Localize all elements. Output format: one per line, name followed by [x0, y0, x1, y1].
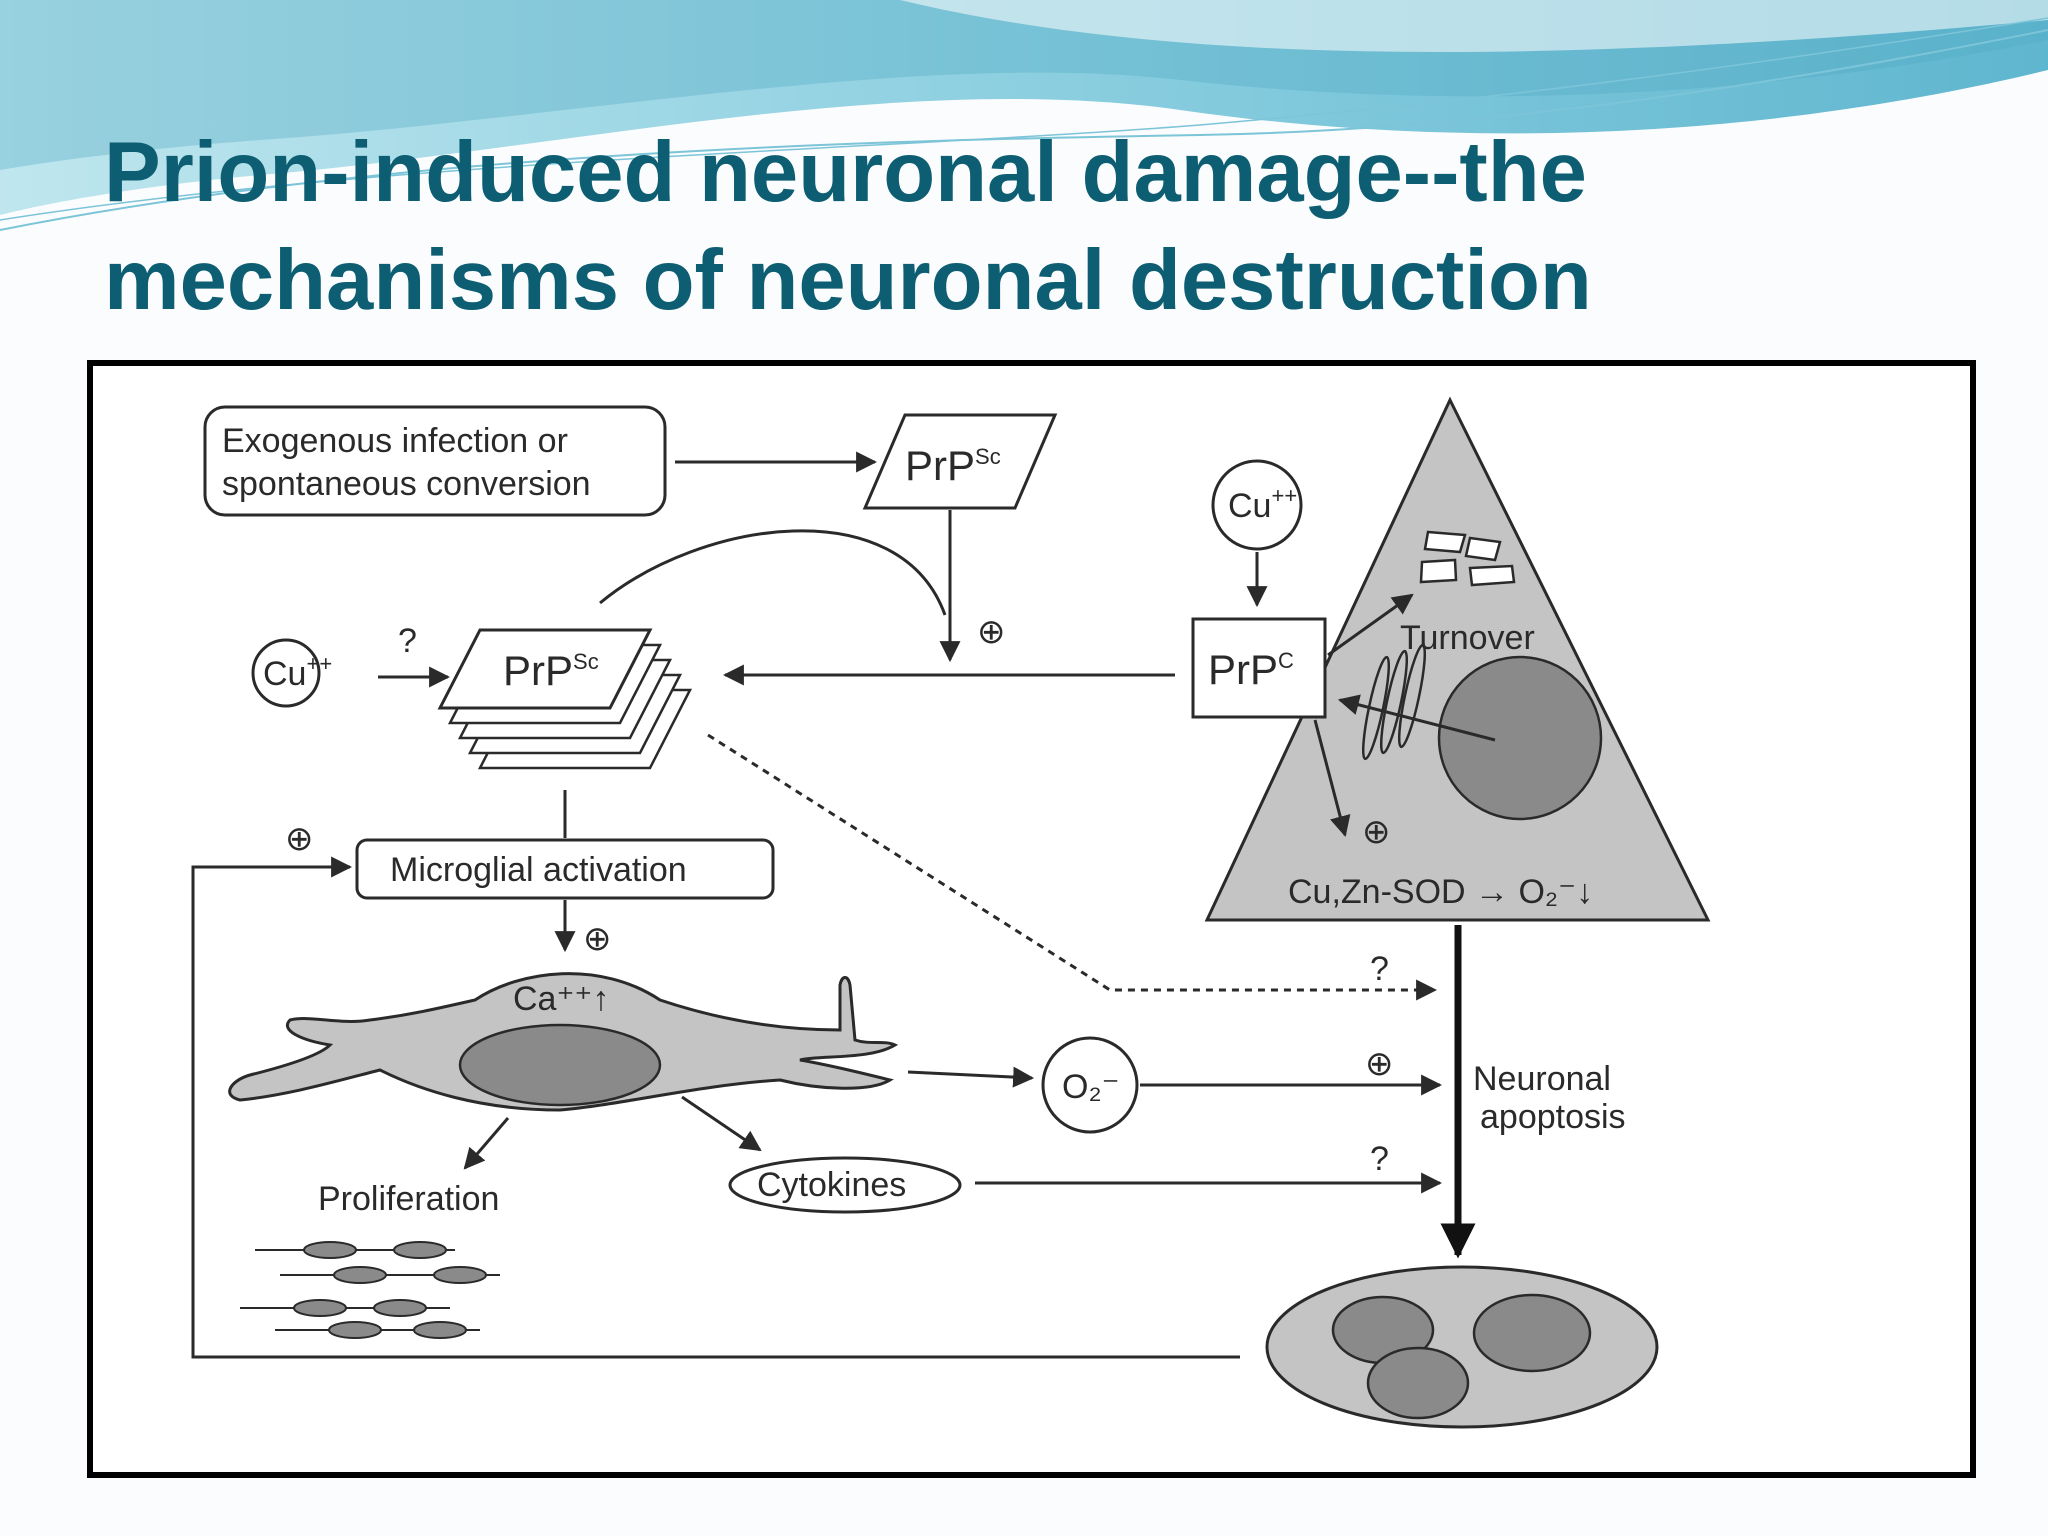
neuron-nucleus [1437, 655, 1603, 821]
o2-label: O₂⁻ [1062, 1068, 1120, 1106]
plus-sod: ⊕ [1362, 813, 1391, 851]
exogenous-box [203, 405, 667, 517]
proliferation-label: Proliferation [318, 1180, 499, 1218]
prpc-box [1191, 617, 1327, 719]
cu-top-sup: ++ [1271, 483, 1297, 508]
cytokines-ellipse [728, 1156, 962, 1214]
arrow-cell-to-cytokines [681, 1095, 762, 1152]
plus-feedback: ⊕ [285, 820, 314, 858]
prpsc-stack-label: PrPSc [503, 647, 599, 694]
microglial-label: Microglial activation [390, 851, 687, 889]
slide-title-line-1: Prion-induced neuronal damage--the [104, 125, 1587, 220]
prpsc-top-box [862, 413, 1058, 510]
cu-top-circle [1211, 459, 1303, 551]
neuronal-apoptosis-line2: apoptosis [1480, 1098, 1626, 1136]
turnover-label: Turnover [1400, 619, 1535, 657]
header-wave-decoration [0, 0, 2048, 231]
arrow-prpc-to-turnover [1327, 593, 1414, 657]
prpc-sup: C [1278, 648, 1294, 673]
slide-title-line-2: mechanisms of neuronal destruction [104, 233, 1592, 328]
cu-left-base: Cu [263, 655, 306, 693]
cytokines-label: Cytokines [757, 1166, 906, 1204]
microglial-box [355, 838, 775, 900]
turnover-fragments [1419, 530, 1516, 587]
arrow-nucleus-to-prpc [1337, 694, 1496, 742]
arrow-cell-to-proliferation [463, 1117, 510, 1170]
prpc-label: PrPC [1208, 646, 1294, 693]
prpc-base: PrP [1208, 646, 1278, 693]
o2-circle [1041, 1036, 1139, 1134]
plus-recruit: ⊕ [977, 613, 1006, 651]
feedback-loop-arrow [191, 856, 1240, 1359]
question-dashed: ? [1370, 950, 1389, 988]
sod-label: Cu,Zn-SOD → O₂⁻↓ [1288, 873, 1593, 911]
exogenous-label-line1: Exogenous infection or [222, 422, 568, 460]
apoptotic-body-3 [1366, 1346, 1470, 1420]
prpsc-stack-sup: Sc [573, 649, 599, 674]
prpsc-stack [437, 628, 693, 770]
cu-top-base: Cu [1228, 487, 1271, 525]
apoptotic-cell [1265, 1265, 1659, 1429]
prpsc-top-base: PrP [905, 442, 975, 489]
arrow-prpc-to-sod [1313, 719, 1351, 838]
cu-left-label: Cu++ [263, 651, 332, 693]
prpsc-top-label: PrPSc [905, 442, 1001, 489]
cu-left-sup: ++ [306, 651, 332, 676]
dashed-arrow-prpsc-to-apoptosis [707, 733, 1438, 1001]
prpsc-stack-base: PrP [503, 647, 573, 694]
microglial-nucleus [458, 1023, 662, 1107]
cu-top-label: Cu++ [1228, 483, 1297, 525]
plus-o2: ⊕ [1365, 1045, 1394, 1083]
curved-recruit-arrow [599, 529, 947, 616]
arrow-cell-to-o2 [907, 1066, 1035, 1088]
question-cytokines: ? [1370, 1140, 1389, 1178]
proliferating-cells [240, 1241, 500, 1339]
plus-microglia: ⊕ [583, 920, 612, 958]
question-cu: ? [398, 622, 417, 660]
neuronal-apoptosis-line1: Neuronal [1473, 1060, 1611, 1098]
ca-label: Ca⁺⁺↑ [513, 980, 609, 1018]
exogenous-label-line2: spontaneous conversion [222, 465, 591, 503]
prpsc-top-sup: Sc [975, 444, 1001, 469]
apoptotic-body-2 [1472, 1293, 1592, 1373]
cu-left-circle [251, 638, 321, 708]
